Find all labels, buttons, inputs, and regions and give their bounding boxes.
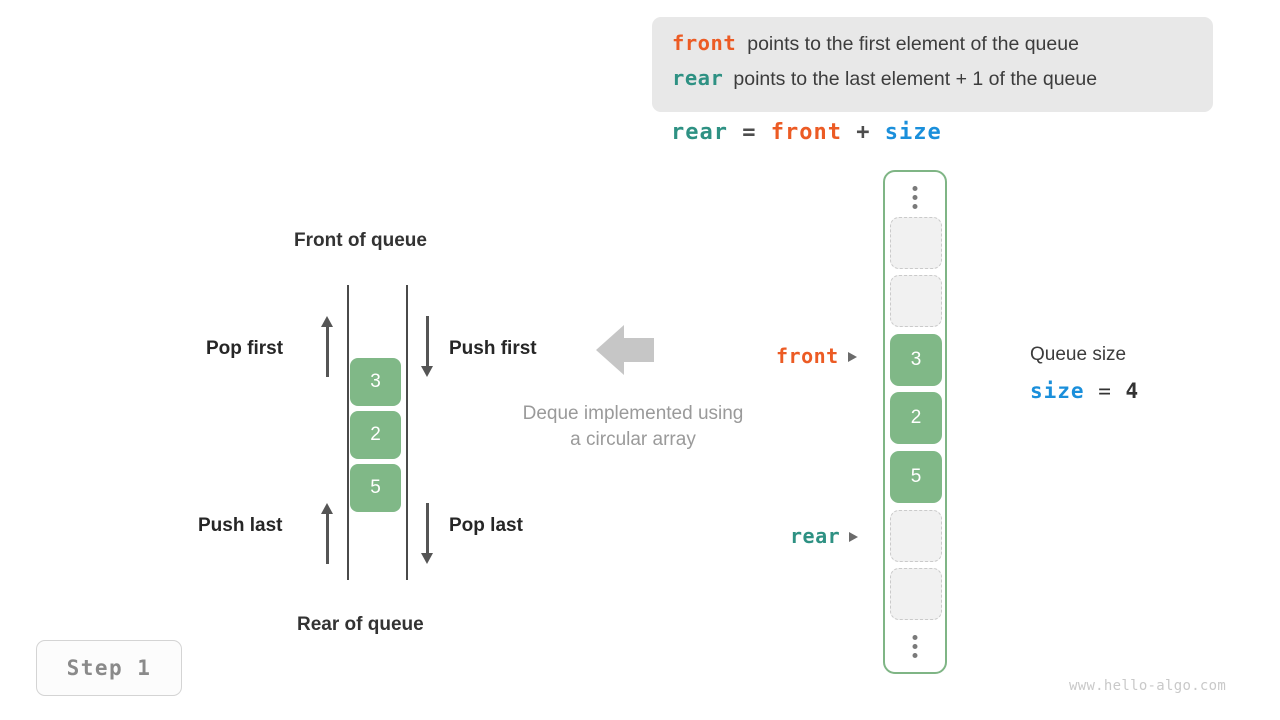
operation-label-pop-last: Pop last <box>449 515 523 536</box>
arrow-left-block-icon <box>596 325 654 375</box>
array-slot <box>890 217 942 269</box>
pointer-front-label: front <box>776 344 839 368</box>
arrow-up-push-last-icon <box>319 503 335 564</box>
queue-size-title: Queue size <box>1030 344 1127 365</box>
array-slot <box>890 568 942 620</box>
ellipsis-dots-bottom-icon <box>912 635 918 658</box>
deque-cell: 3 <box>350 358 401 406</box>
queue-size-number: 4 <box>1125 379 1140 403</box>
arrow-down-push-first-icon <box>419 316 435 377</box>
operation-label-pop-first: Pop first <box>206 338 284 359</box>
equation-term-size: size <box>884 120 942 145</box>
diagram-caption: Deque implemented using a circular array <box>494 401 772 453</box>
pointer-front: front <box>776 344 857 368</box>
array-slot: 3 <box>890 334 942 386</box>
queue-size-expression: size = 4 <box>1030 379 1140 403</box>
legend-text-rear: points to the last element + 1 of the qu… <box>733 68 1098 90</box>
legend-keyword-front: front <box>672 31 737 55</box>
legend-row-rear: rear points to the last element + 1 of t… <box>672 66 1193 101</box>
front-of-queue-label: Front of queue <box>294 230 427 251</box>
diagram-caption-line2: a circular array <box>570 429 696 450</box>
ellipsis-dots-top-icon <box>912 186 918 209</box>
legend-box: front points to the first element of the… <box>652 17 1213 112</box>
array-slot: 2 <box>890 392 942 444</box>
deque-cell: 2 <box>350 411 401 459</box>
array-slot: 5 <box>890 451 942 503</box>
array-slot <box>890 510 942 562</box>
rear-of-queue-label: Rear of queue <box>297 614 424 635</box>
step-badge: Step 1 <box>36 640 182 696</box>
operation-label-push-last: Push last <box>198 515 283 536</box>
arrow-up-pop-first-icon <box>319 316 335 377</box>
equation-term-rear: rear <box>671 120 728 145</box>
pointer-rear: rear <box>790 524 859 548</box>
circular-array-container: 3 2 5 <box>883 170 947 674</box>
queue-size-var: size <box>1030 379 1085 403</box>
pointer-arrow-right-icon <box>847 352 857 362</box>
deque-rail-right <box>406 285 408 580</box>
watermark: www.hello-algo.com <box>1069 678 1227 694</box>
array-slot <box>890 275 942 327</box>
equation-rear-equals-front-plus-size: rear = front + size <box>671 120 942 145</box>
diagram-caption-line1: Deque implemented using <box>522 403 744 424</box>
pointer-rear-label: rear <box>790 524 841 548</box>
legend-keyword-rear: rear <box>672 66 724 90</box>
deque-rail-left <box>347 285 349 580</box>
operation-label-push-first: Push first <box>449 338 537 359</box>
pointer-arrow-right-icon <box>849 532 859 542</box>
legend-row-front: front points to the first element of the… <box>672 31 1193 66</box>
equation-term-front: front <box>770 120 842 145</box>
arrow-down-pop-last-icon <box>419 503 435 564</box>
deque-cell: 5 <box>350 464 401 512</box>
legend-text-front: points to the first element of the queue <box>747 33 1079 55</box>
